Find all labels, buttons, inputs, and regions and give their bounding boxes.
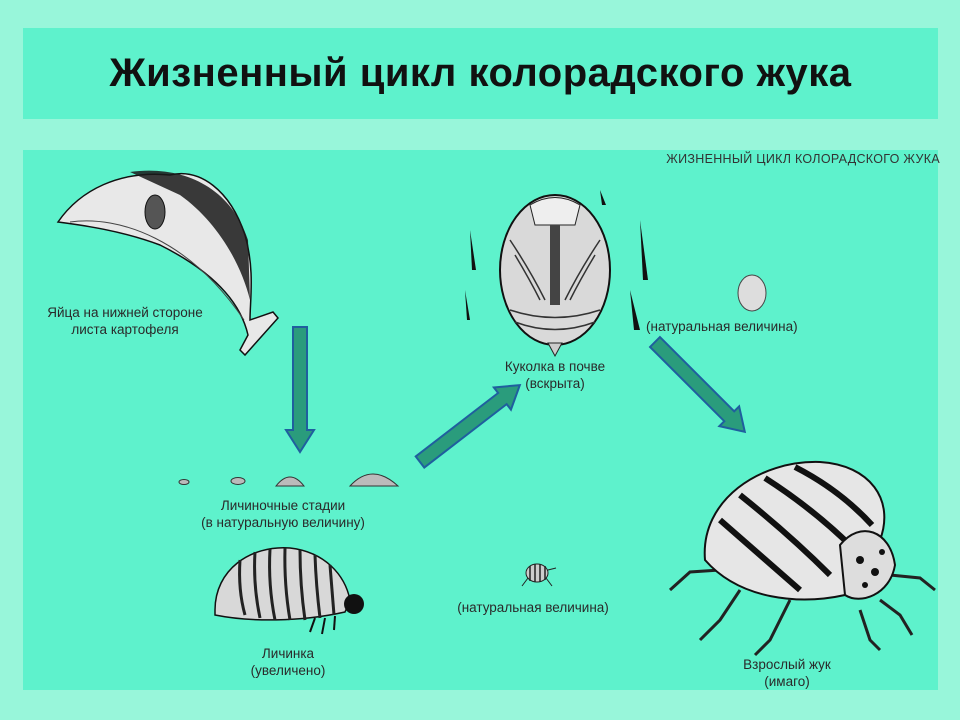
adult-label-line2: (имаго) (764, 674, 810, 689)
diagram-header: ЖИЗНЕННЫЙ ЦИКЛ КОЛОРАДСКОГО ЖУКА (666, 152, 940, 166)
larval-stages-illustration (178, 473, 400, 487)
larval-stages-line1: Личиночные стадии (220, 498, 346, 513)
adult-beetle-illustration (668, 460, 936, 657)
slide-title: Жизненный цикл колорадского жука (109, 51, 852, 95)
larva-illustration (214, 547, 364, 635)
larva-label-line2: (увеличено) (250, 663, 326, 678)
pupa-natural-size-illustration (737, 274, 767, 312)
eggs-label: Яйца на нижней стороне листа картофеля (20, 304, 230, 338)
larval-stages-label: Личиночные стадии (в натуральную величин… (173, 497, 393, 531)
eggs-label-line1: Яйца на нижней стороне (47, 305, 203, 320)
adult-label: Взрослый жук (имаго) (717, 656, 857, 690)
title-box: Жизненный цикл колорадского жука (23, 28, 938, 119)
pupa-illustration (465, 190, 648, 358)
pupa-label-line2: (вскрыта) (525, 376, 585, 391)
larva-label-line1: Личинка (261, 646, 315, 661)
arrow-eggs-to-larvae (284, 326, 316, 454)
adult-label-line1: Взрослый жук (743, 657, 831, 672)
larval-stages-line2: (в натуральную величину) (201, 515, 365, 530)
pupa-natural-size-label: (натуральная величина) (646, 319, 798, 334)
beetle-natural-size-label: (натуральная величина) (457, 600, 609, 615)
potato-leaf-illustration (56, 170, 279, 357)
eggs-label-line2: листа картофеля (71, 322, 179, 337)
beetle-natural-size-illustration (521, 563, 557, 587)
arrow-pupa-to-adult (648, 335, 747, 434)
pupa-label-line1: Куколка в почве (504, 359, 606, 374)
arrow-larvae-to-pupa (414, 383, 522, 469)
larva-label: Личинка (увеличено) (218, 645, 358, 679)
pupa-label: Куколка в почве (вскрыта) (485, 358, 625, 392)
